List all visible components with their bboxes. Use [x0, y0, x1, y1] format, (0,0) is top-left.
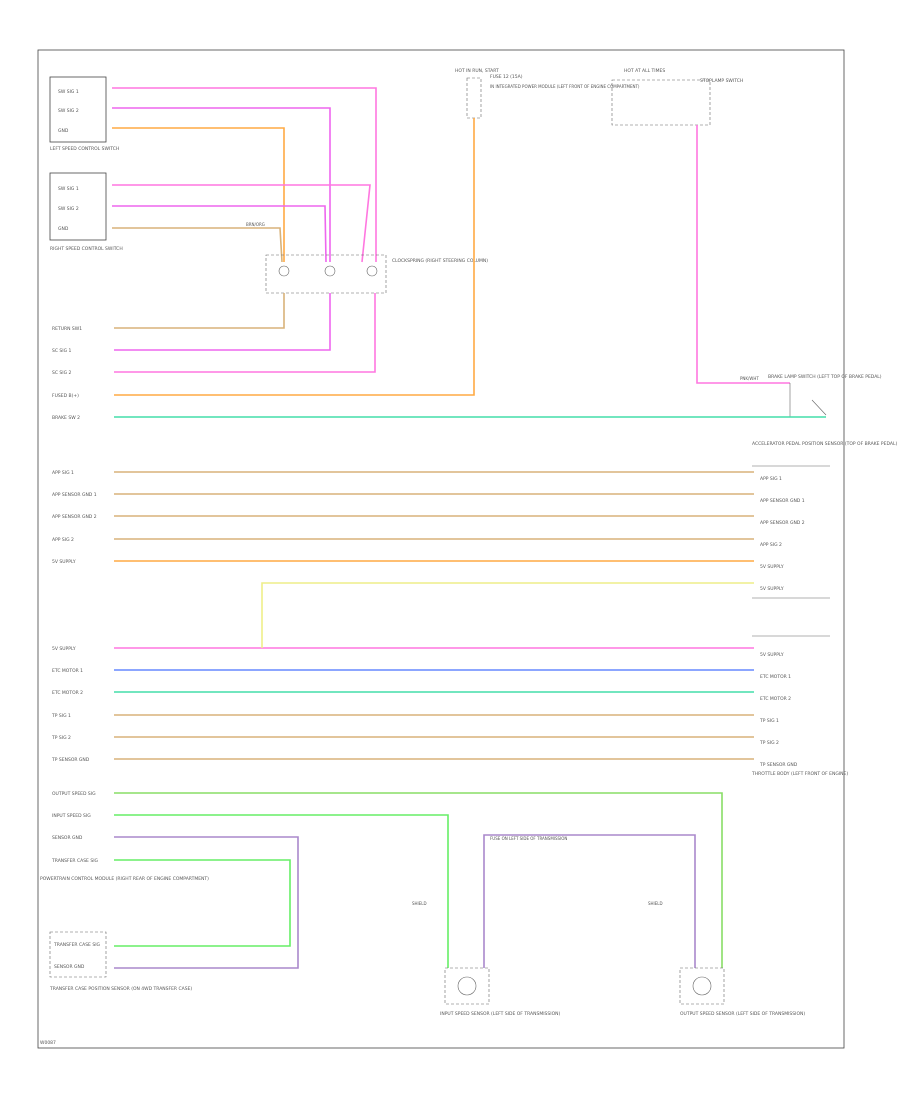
- component-pin-label: APP SENSOR GND 2: [760, 520, 805, 526]
- wire-gnd-to-input: [483, 834, 696, 968]
- wire-magenta: [112, 107, 331, 262]
- pcm-pin-label: SC SIG 2: [52, 370, 72, 376]
- output-speed-sensor: OUTPUT SPEED SENSOR (LEFT SIDE OF TRANSM…: [648, 901, 805, 1017]
- pcm-pin-label: SENSOR GND: [52, 835, 83, 841]
- right-speed-control-switch: SW SIG 1 SW SIG 2 GND RIGHT SPEED CONTRO…: [49, 172, 123, 252]
- component-title: TRANSFER CASE POSITION SENSOR (ON 4WD TR…: [49, 986, 192, 992]
- wire-sensor-gnd: [114, 836, 299, 969]
- note: HOT AT ALL TIMES: [624, 68, 665, 74]
- pcm-pin-label: 5V SUPPLY: [52, 646, 76, 652]
- pcm-pin-label: TRANSFER CASE SIG: [51, 858, 99, 864]
- component-pin-label: APP SIG 1: [760, 476, 782, 482]
- component-title: CLOCKSPRING (RIGHT STEERING COLUMN): [392, 258, 488, 264]
- note: FUSE ON LEFT SIDE OF TRANSMISSION: [490, 836, 567, 841]
- wire-tan: [112, 227, 283, 263]
- pcm-pin-label: SC SIG 1: [52, 348, 72, 354]
- wire-transfer-case: [114, 859, 291, 947]
- right-component-pins: APP SIG 1 APP SENSOR GND 1 APP SENSOR GND …: [759, 476, 805, 768]
- note: IN INTEGRATED POWER MODULE (LEFT FRONT O…: [490, 84, 640, 89]
- wire-pink: [112, 87, 377, 262]
- wire-input-speed: [114, 814, 449, 968]
- left-speed-control-switch: SW SIG 1 SW SIG 2 GND LEFT SPEED CONTROL…: [49, 76, 119, 152]
- wire-label: BRN/ORG: [246, 222, 265, 227]
- component-pin-label: ETC MOTOR 2: [760, 696, 791, 702]
- wire-pink: [112, 184, 371, 263]
- component-pin-label: ETC MOTOR 1: [760, 674, 791, 680]
- component-pin-label: APP SIG 2: [760, 542, 782, 548]
- component-pin-label: 5V SUPPLY: [760, 652, 784, 658]
- pin-label: GND: [58, 226, 69, 232]
- page-ref: W0087: [40, 1040, 56, 1046]
- wire-orange: [114, 118, 475, 396]
- clockspring-output-wires: [114, 293, 376, 373]
- component-title: POWERTRAIN CONTROL MODULE (RIGHT REAR OF…: [40, 876, 209, 882]
- pcm-pin-label: FUSED B(+): [52, 393, 79, 399]
- pcm-pin-column: RETURN SW1 SC SIG 1 SC SIG 2 FUSED B(+) BRAK…: [51, 326, 99, 864]
- wire-output-speed: [114, 792, 723, 968]
- note: HOT IN RUN, START: [455, 68, 499, 74]
- pcm-pin-label: ETC MOTOR 2: [52, 690, 83, 696]
- left-switch-wires: [112, 87, 377, 262]
- pcm-pin-label: APP SENSOR GND 1: [52, 492, 97, 498]
- wire-label: PNK/WHT: [740, 376, 759, 381]
- pcm-pin-label: TP SIG 1: [51, 713, 71, 719]
- shield-label: SHIELD: [648, 901, 663, 906]
- pcm-long-wires: [114, 471, 754, 760]
- wire-tan: [112, 127, 285, 262]
- pin-label: SENSOR GND: [54, 964, 85, 970]
- component-pin-label: 5V SUPPLY: [760, 564, 784, 570]
- wire-pink: [114, 293, 376, 373]
- component-title: ACCELERATOR PEDAL POSITION SENSOR (TOP O…: [752, 441, 897, 447]
- component-pin-label: TP SIG 2: [759, 740, 779, 746]
- clockspring: CLOCKSPRING (RIGHT STEERING COLUMN) BRN/…: [246, 222, 488, 294]
- wire-pink-brake: [696, 125, 790, 384]
- speed-sensor-wires: [114, 792, 723, 969]
- pin-label: SW SIG 2: [58, 108, 79, 114]
- component-title: RIGHT SPEED CONTROL SWITCH: [50, 246, 123, 252]
- pcm-pin-label: TP SIG 2: [51, 735, 71, 741]
- pcm-pin-label: APP SIG 1: [52, 470, 74, 476]
- component-title: OUTPUT SPEED SENSOR (LEFT SIDE OF TRANSM…: [680, 1011, 805, 1017]
- pcm-pin-label: BRAKE SW 2: [52, 415, 80, 421]
- component-title: THROTTLE BODY (LEFT FRONT OF ENGINE): [751, 771, 848, 777]
- note: FUSE 12 (15A): [490, 74, 523, 80]
- component-title: BRAKE LAMP SWITCH (LEFT TOP OF BRAKE PED…: [768, 374, 882, 380]
- pin-label: SW SIG 1: [58, 186, 79, 192]
- pcm-pin-label: INPUT SPEED SIG: [52, 813, 91, 819]
- pcm-pin-label: 5V SUPPLY: [52, 559, 76, 565]
- component-pin-label: 5V SUPPLY: [760, 586, 784, 592]
- shield-label: SHIELD: [412, 901, 427, 906]
- wire-magenta: [112, 205, 327, 263]
- component-title: INPUT SPEED SENSOR (LEFT SIDE OF TRANSMI…: [440, 1011, 560, 1017]
- component-pin-label: TP SIG 1: [759, 718, 779, 724]
- pin-label: SW SIG 1: [58, 89, 79, 95]
- note: STOPLAMP SWITCH: [700, 78, 743, 84]
- wire-yellow-loop: [261, 582, 754, 648]
- pin-label: GND: [58, 128, 69, 134]
- component-pin-label: TP SENSOR GND: [759, 762, 798, 768]
- pcm-pin-label: TP SENSOR GND: [51, 757, 90, 763]
- pin-label: TRANSFER CASE SIG: [53, 942, 101, 948]
- pcm-pin-label: OUTPUT SPEED SIG: [52, 791, 96, 797]
- wire-tan: [114, 293, 285, 329]
- pcm-pin-label: RETURN SW1: [52, 326, 82, 332]
- component-title: LEFT SPEED CONTROL SWITCH: [50, 146, 119, 152]
- input-speed-sensor: INPUT SPEED SENSOR (LEFT SIDE OF TRANSMI…: [412, 836, 567, 1017]
- pcm-pin-label: ETC MOTOR 1: [52, 668, 83, 674]
- wire-magenta: [114, 293, 331, 351]
- right-switch-wires: [112, 184, 371, 263]
- pcm-pin-label: APP SENSOR GND 2: [52, 514, 97, 520]
- diagram-frame: [37, 49, 845, 1049]
- pin-label: SW SIG 2: [58, 206, 79, 212]
- brake-lamp-switch: BRAKE LAMP SWITCH (LEFT TOP OF BRAKE PED…: [740, 374, 882, 417]
- component-pin-label: APP SENSOR GND 1: [760, 498, 805, 504]
- pcm-pin-label: APP SIG 2: [52, 537, 74, 543]
- fuse-area: HOT IN RUN, START FUSE 12 (15A) IN INTEG…: [114, 68, 790, 396]
- transfer-case-sensor: TRANSFER CASE SIG SENSOR GND TRANSFER CA…: [49, 931, 192, 992]
